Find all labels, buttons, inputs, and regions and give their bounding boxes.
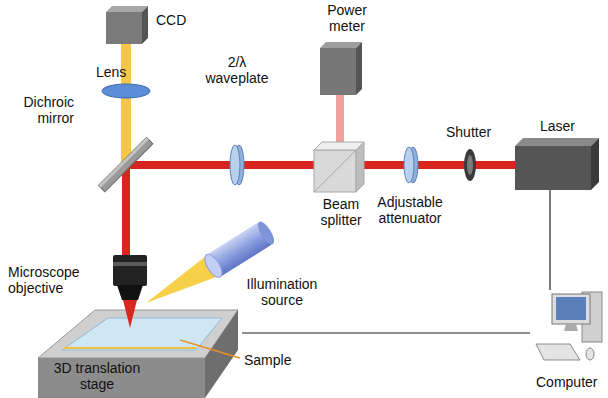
node-label: Power meter — [316, 2, 378, 34]
laser-top — [515, 138, 599, 146]
power-meter-front — [320, 48, 356, 95]
part-label: Adjustable attenuator — [372, 194, 448, 226]
shutter-aperture — [467, 155, 473, 175]
keyboard — [536, 344, 580, 360]
laser-beam — [122, 161, 130, 257]
part-label: Shutter — [446, 124, 491, 140]
focused-beam — [123, 300, 137, 328]
monitor-stand — [564, 324, 578, 331]
node-label: Beam splitter — [312, 196, 370, 228]
mouse — [586, 348, 594, 360]
computer-monitor — [552, 294, 590, 324]
laser-side — [591, 138, 599, 190]
part-label: Lens — [96, 64, 126, 80]
computer-screen — [556, 297, 586, 320]
mirror-symbol — [98, 137, 152, 191]
ccd-front — [106, 12, 142, 44]
stage-box: 3D translation stage — [30, 298, 242, 398]
illumination-source-lens — [201, 252, 225, 280]
stage-top — [38, 310, 238, 358]
node-label: Laser — [540, 118, 575, 134]
stage-front — [38, 358, 205, 398]
sample-edge — [64, 347, 196, 349]
leader-line — [180, 340, 240, 358]
objective-collar — [113, 262, 147, 266]
beam-splitter-front — [314, 150, 356, 192]
camera-box: CCD — [104, 4, 192, 46]
cable-line — [242, 332, 530, 333]
cable-line — [549, 190, 550, 290]
ccd-side — [142, 6, 148, 44]
lens-symbol — [102, 84, 150, 98]
laser-front — [515, 146, 591, 190]
power-meter-top — [320, 42, 362, 48]
node-label: 3D translation stage — [42, 360, 152, 392]
waveplate-symbol — [230, 145, 240, 185]
part-label: Illumination source — [236, 276, 328, 308]
imaging-beam — [121, 44, 131, 162]
sampled-beam — [336, 94, 344, 144]
part-label: Dichroic mirror — [2, 94, 74, 126]
node-label: CCD — [156, 12, 186, 28]
power-meter-box: Power meter — [316, 2, 380, 97]
objective-tip — [117, 285, 143, 300]
part-label: Sample — [244, 352, 291, 368]
computer-box: Computer — [530, 290, 606, 394]
part-label: Microscope objective — [8, 264, 108, 296]
shutter-symbol — [464, 149, 476, 181]
power-meter-side — [356, 42, 362, 95]
beam-splitter-side — [356, 142, 364, 192]
beam-splitter-diagonal — [314, 150, 356, 192]
objective-body — [113, 255, 147, 286]
ccd-top — [106, 6, 148, 12]
node-label: Computer — [536, 374, 597, 390]
mirror-highlight — [98, 137, 148, 187]
part-label: 2/λ waveplate — [200, 54, 274, 86]
illumination-source-back — [255, 219, 277, 246]
beam-splitter-box: Beam splitter — [312, 140, 372, 232]
attenuator-symbol — [404, 147, 414, 183]
laser-box: Laser — [512, 118, 604, 190]
